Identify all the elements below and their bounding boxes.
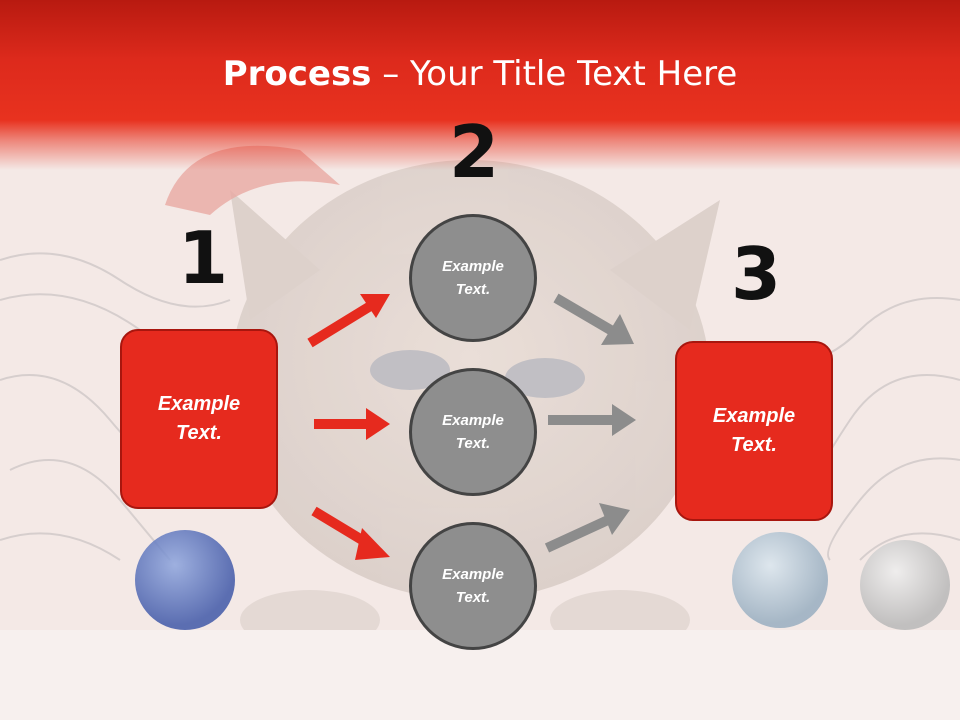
circle-middle-text-line1: Example (442, 412, 504, 429)
circle-middle-text-line2: Text. (455, 435, 491, 452)
red-arrow-up (307, 294, 390, 348)
step-3-text-line2: Text. (731, 434, 777, 456)
step-number-1: 1 (178, 216, 229, 300)
circle-top-text-line2: Text. (455, 281, 491, 298)
circle-top-text-line1: Example (442, 258, 504, 275)
red-arrow-down (311, 506, 390, 560)
gray-arrow-right (548, 404, 636, 436)
step-number-3: 3 (731, 232, 782, 316)
gray-arrow-up (544, 503, 630, 553)
circle-bottom-text-line1: Example (442, 566, 504, 583)
title-bold-part: Process (222, 54, 372, 94)
title-banner (0, 0, 960, 170)
title-rest-part: – Your Title Text Here (371, 54, 738, 94)
circle-bottom-text-line2: Text. (455, 589, 491, 606)
step-1-text-line2: Text. (176, 422, 222, 444)
step-number-2: 2 (449, 110, 500, 194)
gray-arrow-down (553, 293, 634, 345)
step-3-text-line1: Example (712, 405, 796, 427)
red-arrow-right (314, 408, 390, 440)
ornament-blue (135, 530, 235, 630)
step-1-text-line1: Example (157, 393, 241, 415)
slide-title: Process – Your Title Text Here (0, 52, 960, 96)
ornament-light-blue (732, 532, 828, 628)
ornament-silver (860, 540, 950, 630)
